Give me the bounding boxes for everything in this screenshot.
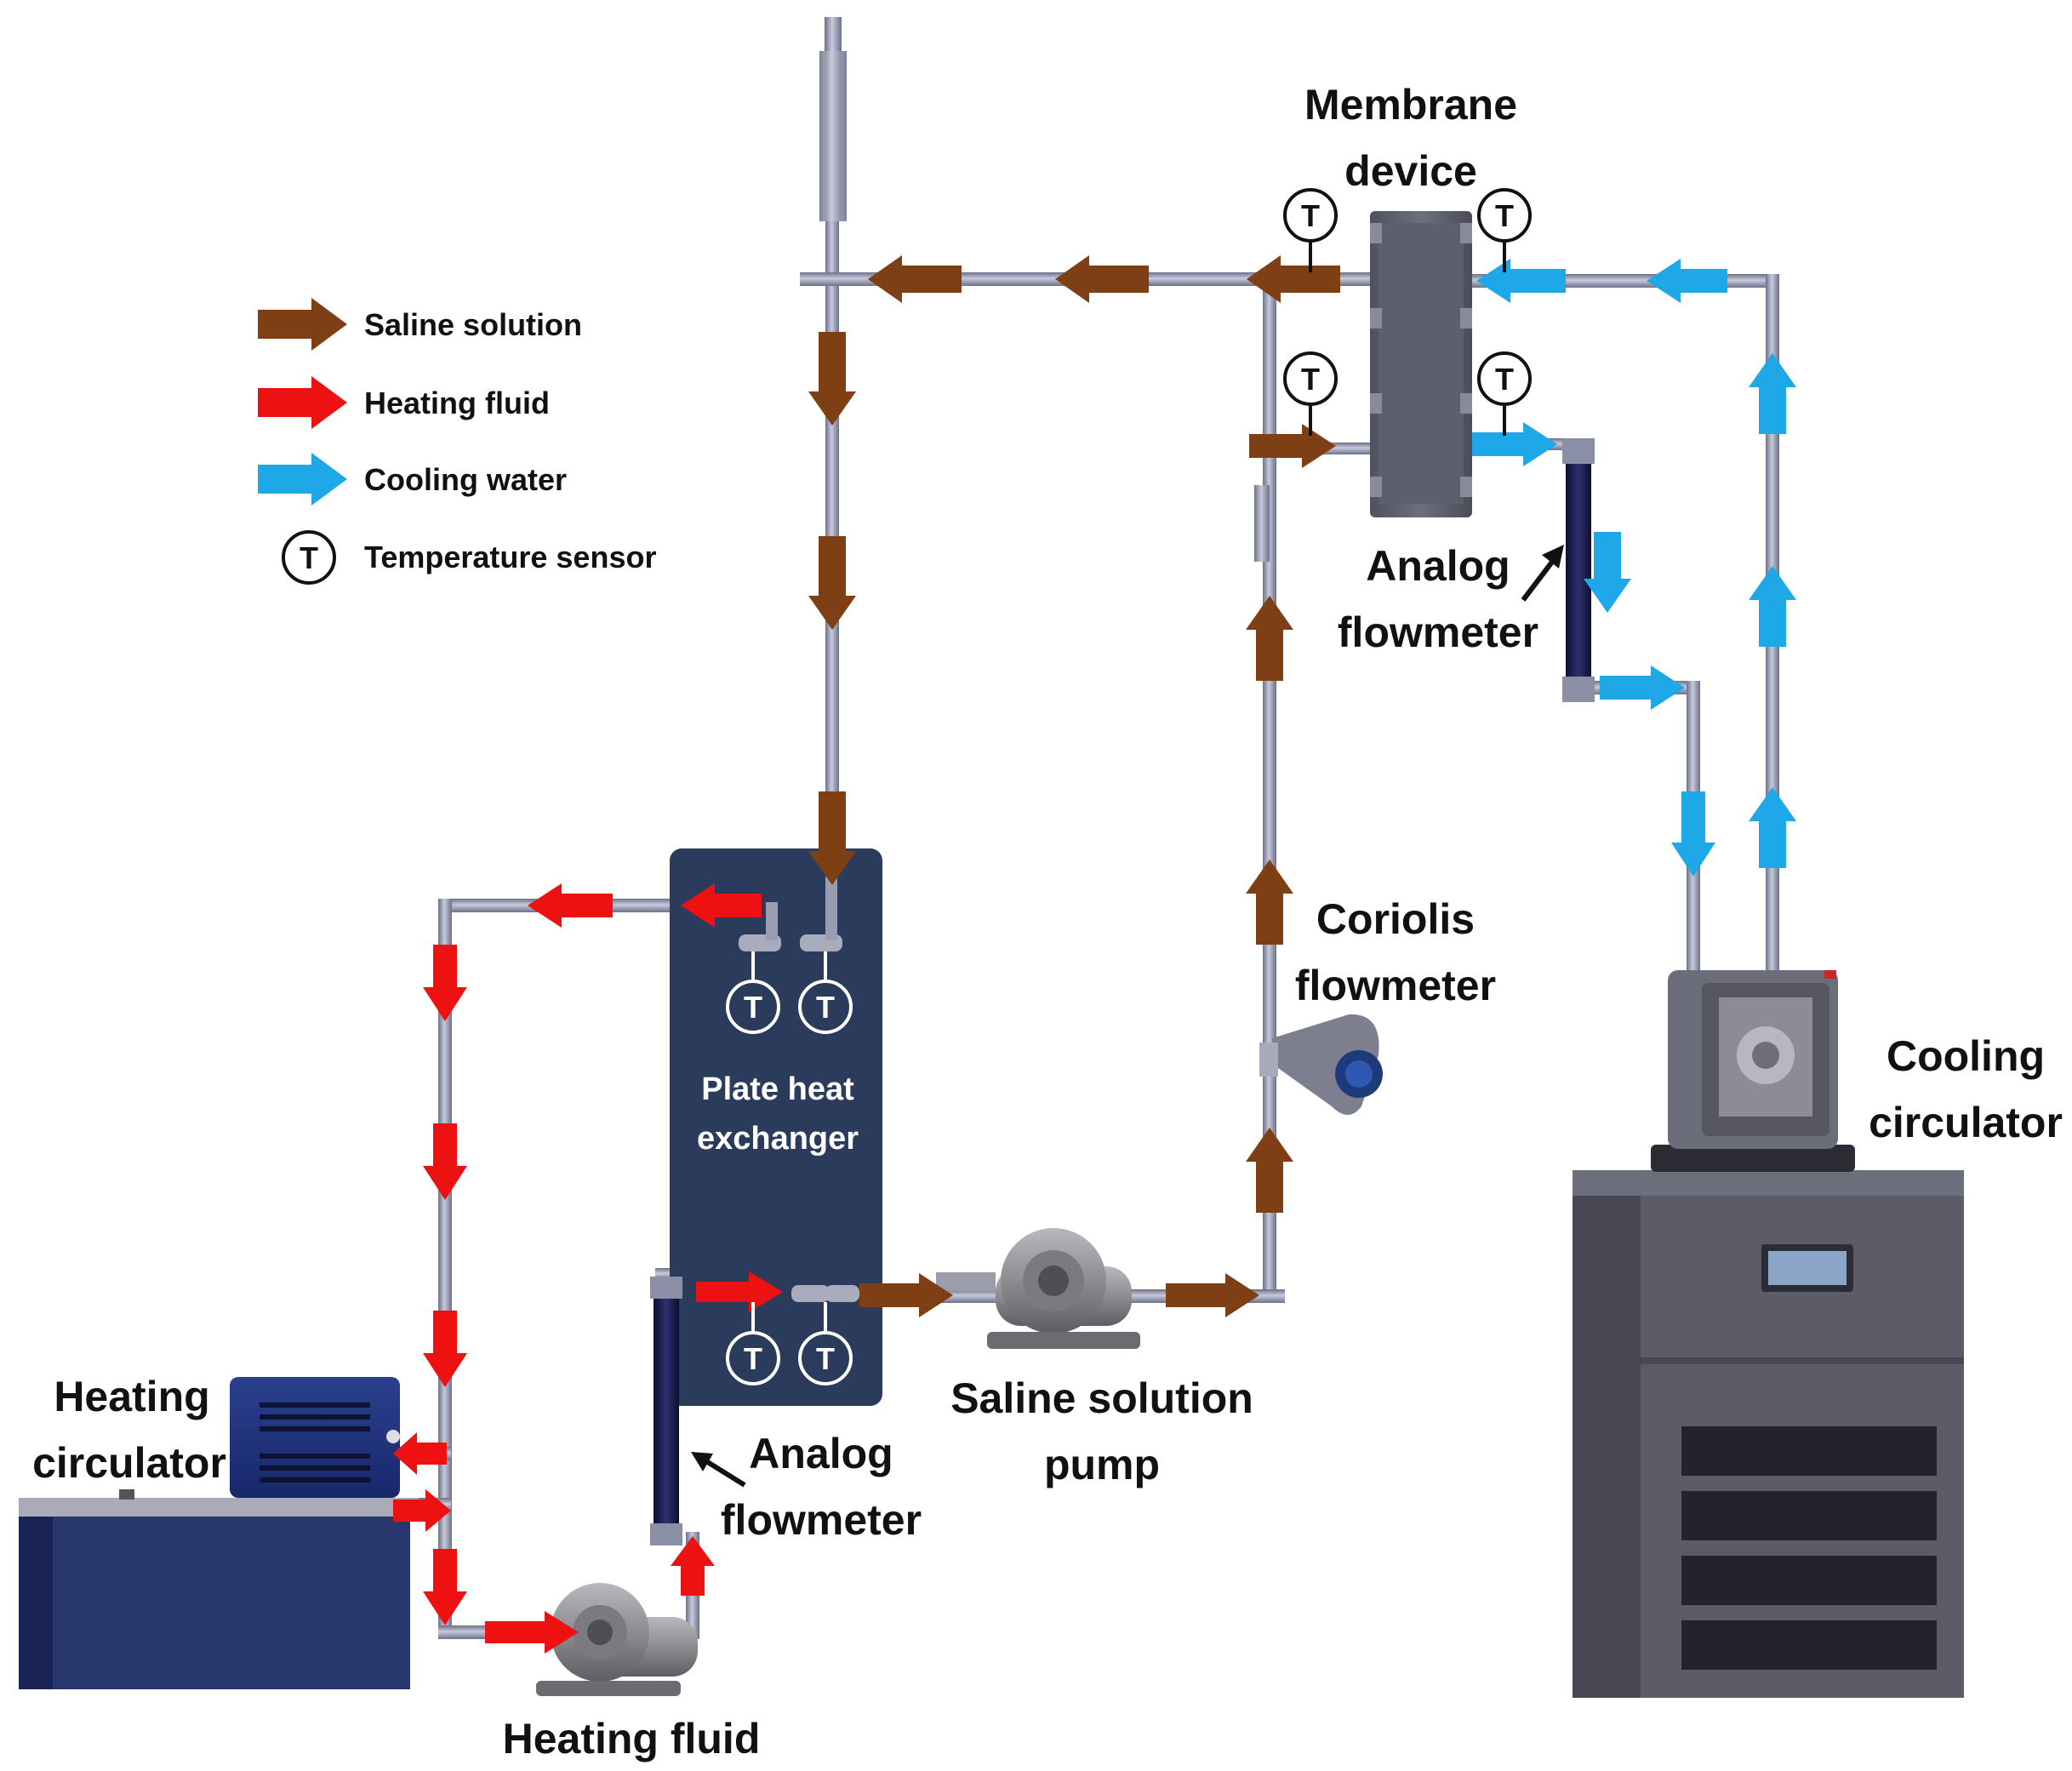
sensor-symbol: T (744, 990, 762, 1025)
heating-arrow (393, 1489, 451, 1532)
saline-pump (936, 1228, 1140, 1349)
labels: Membrane device Analog flowmeter Corioli… (32, 81, 2063, 1762)
saline-pump-label-line1: Saline solution (950, 1374, 1253, 1422)
saline-arrow (1249, 424, 1336, 468)
temperature-sensor: T (798, 951, 853, 1034)
cooling-arrow (1647, 259, 1727, 303)
saline-arrow (1166, 1273, 1259, 1317)
legend-cooling-arrow (258, 453, 347, 506)
saline-arrow (868, 255, 962, 303)
temperature-sensor: T (726, 951, 780, 1034)
heating-circulator-label-line2: circulator (32, 1439, 226, 1487)
cooling-arrow (1671, 791, 1715, 877)
heating-arrow (671, 1536, 715, 1596)
legend: Saline solution Heating fluid Cooling wa… (258, 298, 656, 585)
temperature-sensors: T T T T T T (726, 188, 1532, 1385)
saline-arrow (859, 1273, 953, 1317)
cooling-arrow (1600, 666, 1685, 710)
pointer-arrows (691, 545, 1564, 1488)
saline-arrow (1246, 1128, 1293, 1213)
heating-circulator (19, 1377, 419, 1689)
cooling-arrow (1749, 787, 1796, 868)
heating-pump (536, 1583, 698, 1696)
heating-arrow (681, 883, 762, 928)
legend-heating-label: Heating fluid (364, 386, 550, 420)
saline-arrow (808, 791, 856, 885)
legend-saline-arrow (258, 298, 347, 351)
heating-arrow (696, 1271, 783, 1312)
saline-arrow (1246, 860, 1293, 945)
coriolis-flowmeter-label-line1: Coriolis (1316, 895, 1475, 943)
legend-sensor-icon (282, 530, 336, 585)
plate-heat-exchanger-label-line2: exchanger (697, 1121, 859, 1157)
saline-arrow (1246, 596, 1293, 681)
sensor-symbol: T (1301, 362, 1320, 397)
cooling-circulator (1573, 970, 1964, 1698)
membrane-device (1370, 211, 1472, 517)
sensor-symbol: T (744, 1341, 762, 1376)
saline-pump-label-line2: pump (1044, 1441, 1160, 1488)
cooling-arrow (1472, 422, 1557, 466)
temperature-sensor: T (1283, 351, 1338, 436)
temperature-sensor: T (1477, 188, 1532, 272)
analog-flowmeter-top-label-line2: flowmeter (1338, 608, 1538, 656)
cooling-arrow (1749, 353, 1796, 434)
analog-flowmeter-bottom-label-line2: flowmeter (721, 1496, 922, 1544)
flow-arrows (393, 255, 1796, 1654)
heating-arrow (423, 1549, 467, 1625)
heating-circulator-label-line1: Heating (54, 1373, 209, 1420)
coriolis-flowmeter-label-line2: flowmeter (1295, 962, 1496, 1009)
analog-flowmeter-bottom (650, 1277, 682, 1545)
legend-sensor-symbol: T (300, 540, 318, 575)
heating-arrow (485, 1611, 579, 1654)
membrane-device-label-line1: Membrane (1304, 81, 1517, 129)
saline-arrow (808, 332, 856, 426)
heating-arrow (423, 1123, 467, 1200)
cooling-arrow (1749, 566, 1796, 647)
cooling-arrow (1584, 532, 1631, 613)
legend-saline-label: Saline solution (364, 307, 582, 342)
saline-arrow (1055, 255, 1149, 303)
cooling-circulator-label-line1: Cooling (1886, 1032, 2045, 1080)
heating-arrow (423, 945, 467, 1021)
saline-arrow (1247, 255, 1340, 303)
sensor-symbol: T (1495, 198, 1514, 233)
saline-arrow (808, 536, 856, 630)
cooling-circulator-label-line2: circulator (1869, 1099, 2063, 1146)
analog-flowmeter-bottom-label-line1: Analog (749, 1430, 893, 1477)
pointer-arrow-top-flowmeter (1521, 556, 1558, 602)
legend-cooling-label: Cooling water (364, 462, 567, 497)
temperature-sensor: T (798, 1302, 853, 1385)
temperature-sensor: T (1477, 351, 1532, 436)
sensor-symbol: T (1301, 198, 1320, 233)
temperature-sensor: T (726, 1302, 780, 1385)
heating-arrow (393, 1432, 447, 1475)
sensor-symbol: T (1495, 362, 1514, 397)
sensor-symbol: T (816, 990, 835, 1025)
coriolis-flowmeter (1259, 1014, 1383, 1115)
legend-heating-arrow (258, 376, 347, 429)
analog-flowmeter-top-label-line1: Analog (1366, 542, 1510, 590)
heating-pump-label: Heating fluid (503, 1715, 761, 1762)
cooling-arrow (1476, 259, 1566, 303)
temperature-sensor: T (1283, 188, 1338, 272)
legend-sensor-label: Temperature sensor (364, 540, 656, 574)
pointer-arrow-bottom-flowmeter (705, 1459, 746, 1488)
heating-arrow (423, 1311, 467, 1387)
analog-flowmeter-top (1562, 438, 1595, 702)
sensor-symbol: T (816, 1341, 835, 1376)
plate-heat-exchanger (670, 848, 882, 1406)
heating-arrow (528, 883, 613, 928)
plate-heat-exchanger-label-line1: Plate heat (701, 1071, 854, 1107)
membrane-device-label-line2: device (1344, 147, 1477, 195)
